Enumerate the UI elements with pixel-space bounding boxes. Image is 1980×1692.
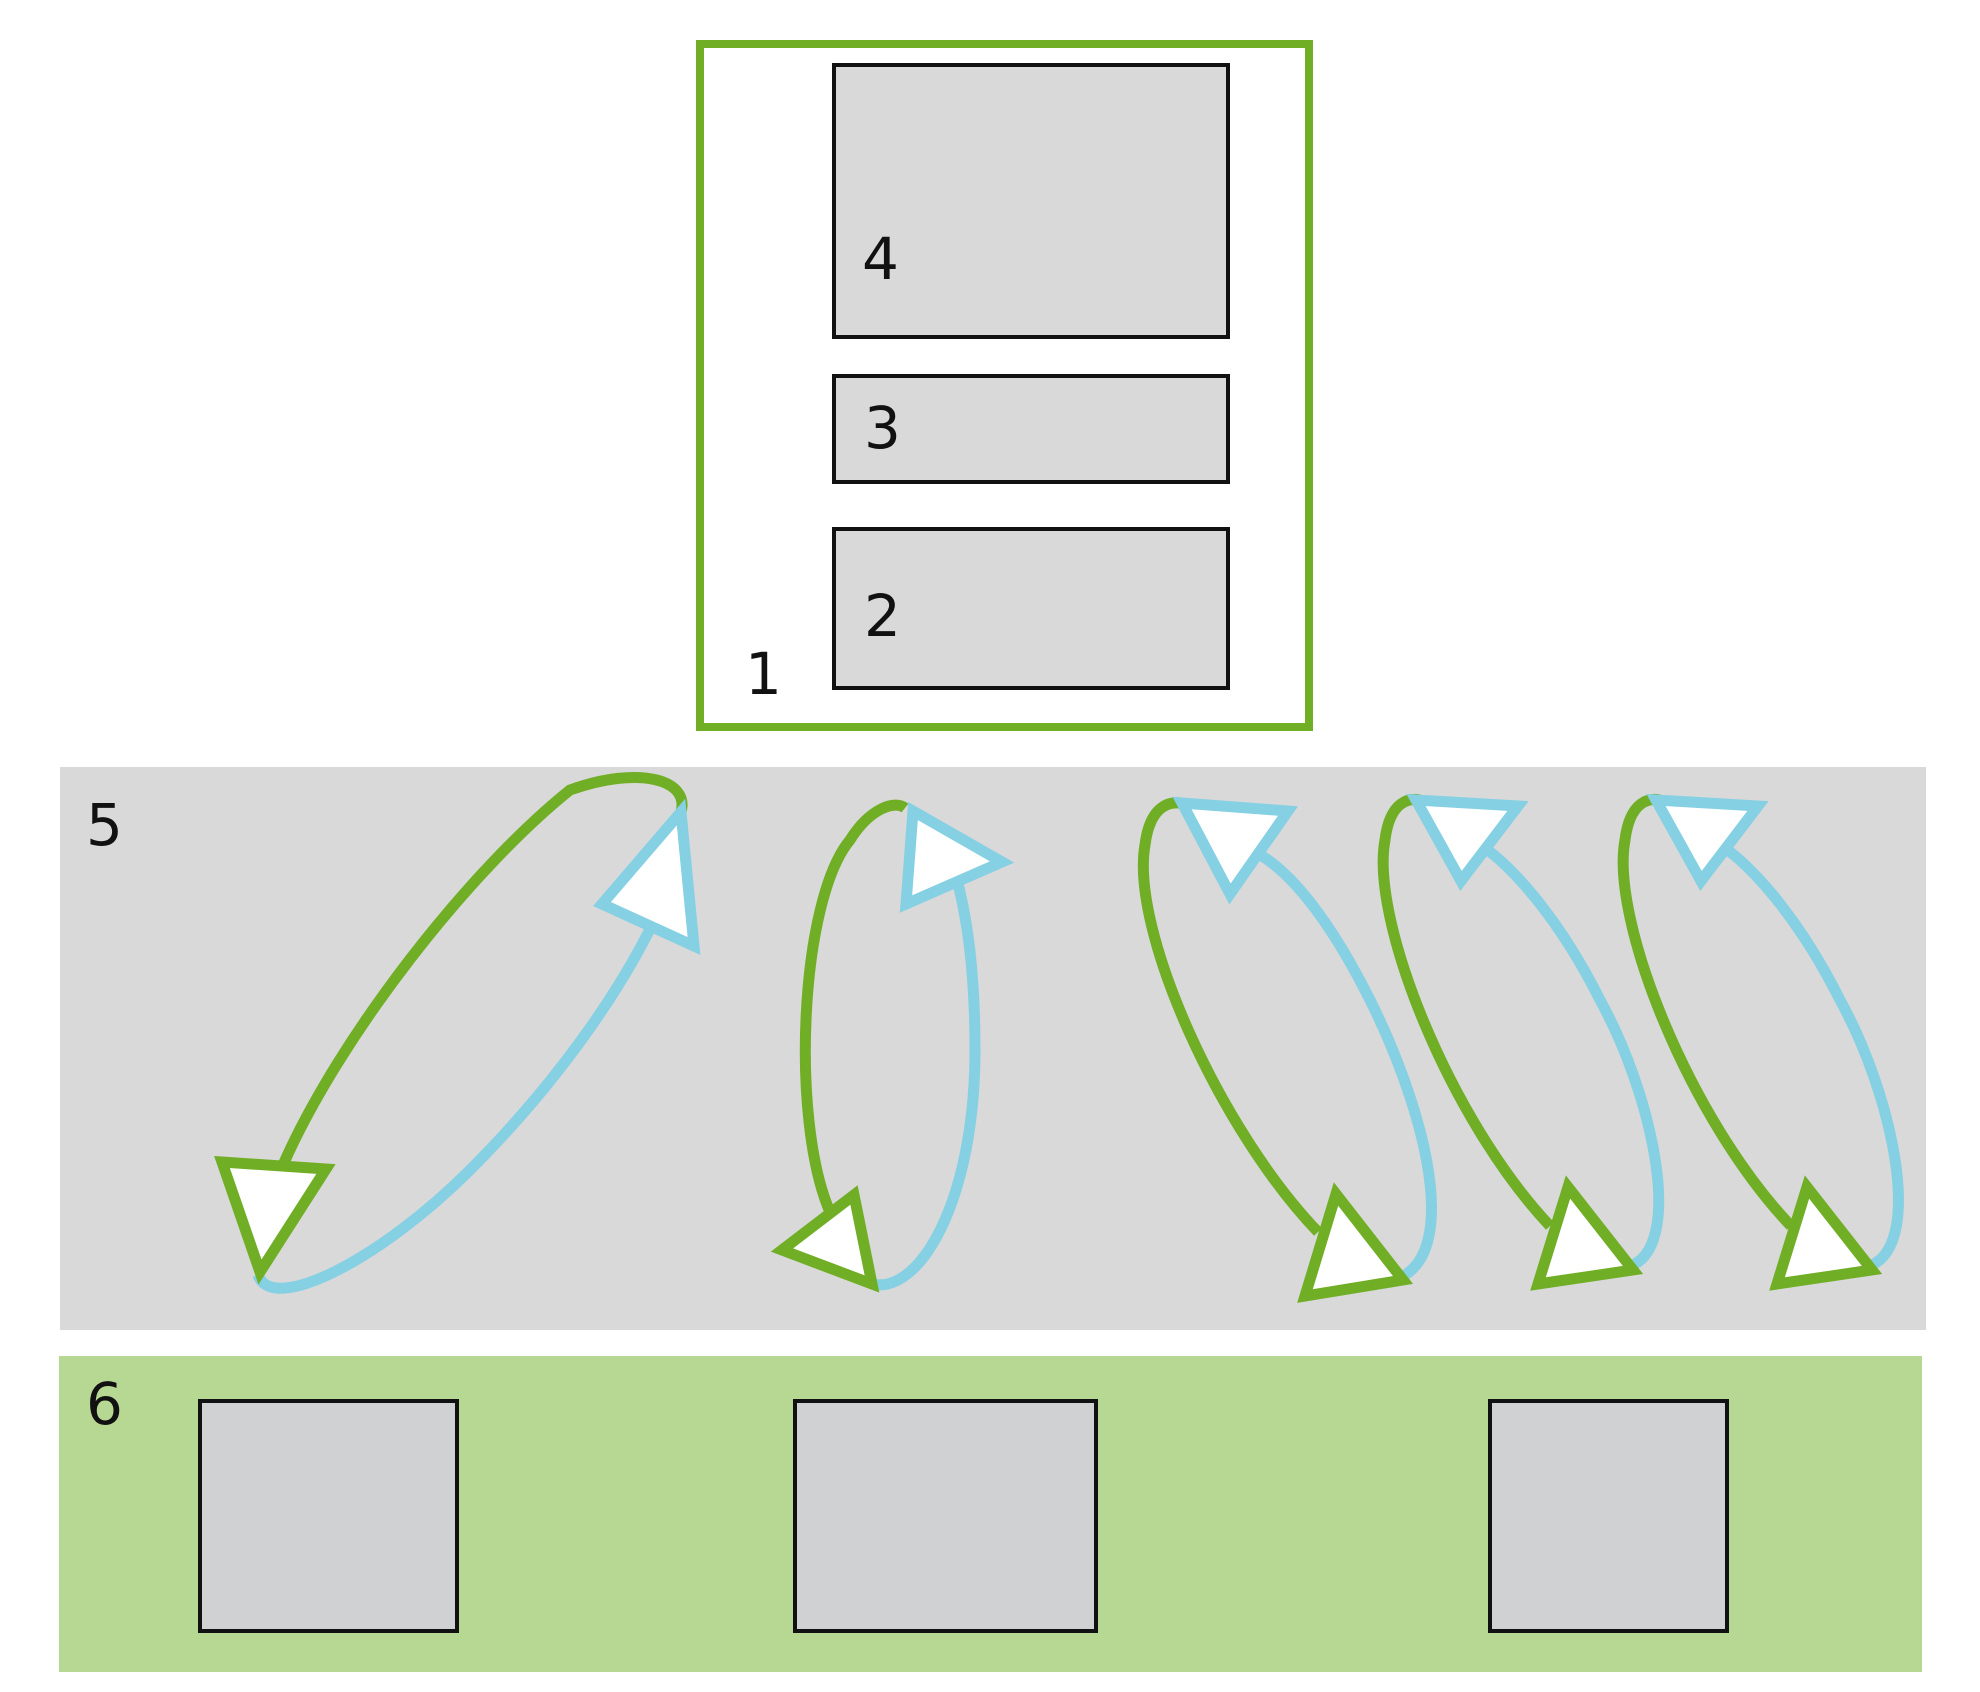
label-band-5: 5 [86, 791, 123, 859]
band6-box-2 [793, 1399, 1098, 1633]
loop-5-green-curve [1617, 794, 1795, 1230]
loop-5-blue-arrowhead [1646, 793, 1769, 892]
loop-4-green-arrowhead [1530, 1175, 1644, 1291]
loop-1-blue-curve [252, 922, 657, 1294]
loop-2-green-arrowhead [770, 1185, 880, 1293]
loop-5-blue-curve [1721, 843, 1904, 1270]
box-2 [832, 527, 1230, 690]
loop-5-green-arrowhead [1769, 1175, 1883, 1291]
arrow-loop-4 [1377, 793, 1665, 1291]
band6-box-3 [1488, 1399, 1729, 1633]
band-5-group: 5 [60, 767, 1926, 1330]
label-outer-frame: 1 [745, 640, 782, 708]
loop-4-blue-arrowhead [1406, 793, 1529, 892]
label-box-2: 2 [864, 582, 901, 650]
loop-1-blue-arrowhead [593, 798, 701, 955]
label-band-6: 6 [86, 1370, 123, 1438]
arrow-loop-3 [1137, 796, 1437, 1303]
label-box-3: 3 [864, 394, 901, 462]
outer-frame-group: 4 3 2 1 [696, 40, 1313, 731]
loop-3-green-arrowhead [1297, 1182, 1414, 1303]
arrow-loop-5 [1617, 793, 1904, 1291]
loop-3-green-curve [1137, 797, 1322, 1236]
box-3 [832, 374, 1230, 484]
loop-2-blue-arrowhead [899, 801, 1015, 913]
loop-1-green-curve [277, 772, 688, 1168]
arrow-loop-2 [770, 799, 1015, 1293]
loop-3-blue-curve [1252, 847, 1437, 1280]
loop-1-green-arrowhead [214, 1155, 336, 1285]
loop-4-green-curve [1377, 794, 1555, 1230]
loop-2-green-curve [799, 799, 909, 1215]
band-6-group: 6 [59, 1356, 1922, 1672]
loop-2-blue-curve [870, 878, 981, 1291]
label-box-4: 4 [862, 225, 899, 293]
loop-3-blue-arrowhead [1172, 796, 1299, 905]
arrow-loop-1 [214, 772, 701, 1294]
loop-4-blue-curve [1481, 843, 1665, 1270]
box-4 [832, 63, 1230, 339]
band6-box-1 [198, 1399, 459, 1633]
